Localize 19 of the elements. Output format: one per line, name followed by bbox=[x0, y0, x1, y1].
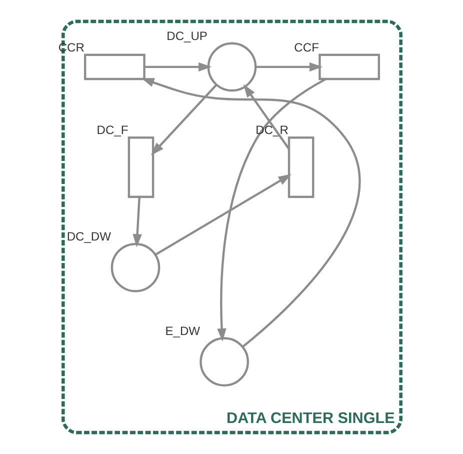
arrow bbox=[132, 197, 142, 248]
arrow bbox=[216, 78, 326, 342]
node-box bbox=[287, 136, 314, 198]
node-box bbox=[83, 54, 145, 80]
node-label: E_DW bbox=[164, 324, 200, 338]
node-label: CCF bbox=[294, 40, 318, 54]
node-circle bbox=[110, 242, 160, 292]
node-label: DC_UP bbox=[166, 28, 207, 43]
node-label: DC_DW bbox=[66, 229, 111, 244]
arrow bbox=[144, 62, 212, 72]
arrow bbox=[255, 62, 322, 72]
node-circle bbox=[206, 42, 256, 92]
node-box bbox=[127, 136, 154, 198]
arrow bbox=[154, 174, 291, 256]
node-circle bbox=[199, 337, 248, 387]
node-box bbox=[318, 54, 380, 80]
arrow bbox=[242, 84, 290, 150]
arrow bbox=[150, 84, 216, 156]
node-label: DC_F bbox=[96, 123, 128, 138]
